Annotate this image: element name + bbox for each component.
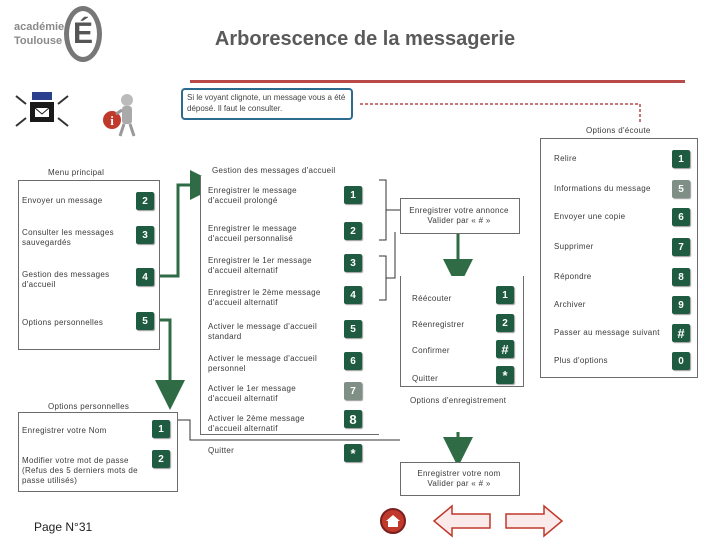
menu-item-label: Options personnelles (22, 318, 104, 327)
options-ecoute-box (540, 138, 698, 378)
gestion-key[interactable]: 3 (344, 254, 362, 272)
gestion-item-label: Activer le message d'accueil standard (208, 322, 318, 341)
logo-line1: académie (14, 21, 65, 33)
enreg-item-label: Réenregistrer (412, 320, 465, 329)
enreg-key[interactable]: # (496, 340, 514, 358)
enreg-item-label: Quitter (412, 374, 439, 383)
gestion-item-label: Activer le 2ème message d'accueil altern… (208, 414, 305, 433)
options-personnelles-header: Options personnelles (48, 402, 130, 411)
perso-item-label: Modifier votre mot de passe (Refus des 5… (22, 456, 138, 485)
home-icon (386, 515, 400, 527)
arrow-to-options-perso (155, 318, 185, 410)
menu-principal-header: Menu principal (48, 168, 105, 177)
forward-arrow-button[interactable] (504, 504, 564, 538)
menu-key[interactable]: 4 (136, 268, 154, 286)
gestion-item-label: Enregistrer le 1er message d'accueil alt… (208, 256, 312, 275)
menu-key[interactable]: 3 (136, 226, 154, 244)
gestion-item-label: Quitter (208, 446, 235, 455)
arrow-to-gestion (160, 170, 220, 278)
options-ecoute-header: Options d'écoute (586, 126, 651, 135)
callout-connector (360, 103, 641, 122)
ecoute-item-label: Plus d'options (554, 356, 608, 365)
gestion-header: Gestion des messages d'accueil (212, 166, 336, 175)
logo-emblem: É (64, 6, 102, 62)
nom-text: Enregistrer votre nom Valider par « # » (417, 469, 501, 488)
page-title: Arborescence de la messagerie (214, 28, 516, 50)
perso-item-label: Enregistrer votre Nom (22, 426, 107, 435)
options-personnelles-box (18, 412, 178, 492)
gestion-key[interactable]: 8 (344, 410, 362, 428)
arrow-nom (176, 419, 400, 441)
back-arrow-button[interactable] (432, 504, 492, 538)
page-number: Page N°31 (34, 520, 93, 534)
gestion-item-label: Activer le message d'accueil personnel (208, 354, 318, 373)
ecoute-item-label: Informations du message (554, 184, 651, 193)
ecoute-key[interactable]: 9 (672, 296, 690, 314)
gestion-key[interactable]: 1 (344, 186, 362, 204)
nom-box (400, 462, 520, 496)
gestion-item-label: Enregistrer le message d'accueil personn… (208, 224, 297, 243)
enreg-key[interactable]: 2 (496, 314, 514, 332)
menu-item-label: Envoyer un message (22, 196, 103, 205)
ecoute-key[interactable]: 7 (672, 238, 690, 256)
ecoute-key[interactable]: 1 (672, 150, 690, 168)
ecoute-key[interactable]: 6 (672, 208, 690, 226)
gestion-item-label: Enregistrer le 2ème message d'accueil al… (208, 288, 321, 307)
bracket-1-2 (378, 179, 387, 241)
ecoute-item-label: Répondre (554, 272, 592, 281)
enreg-item-label: Confirmer (412, 346, 450, 355)
gestion-key[interactable]: 7 (344, 382, 362, 400)
ecoute-item-label: Relire (554, 154, 577, 163)
perso-key[interactable]: 1 (152, 420, 170, 438)
annonce-text: Enregistrer votre annonce Valider par « … (409, 206, 509, 225)
ecoute-item-label: Supprimer (554, 242, 594, 251)
ecoute-key[interactable]: 5 (672, 180, 690, 198)
perso-key[interactable]: 2 (152, 450, 170, 468)
gestion-key[interactable]: 2 (344, 222, 362, 240)
ecoute-item-label: Archiver (554, 300, 586, 309)
ecoute-item-label: Passer au message suivant (554, 328, 660, 337)
logo-line2: Toulouse (14, 35, 63, 47)
ecoute-key[interactable]: # (672, 324, 690, 342)
svg-text:i: i (110, 113, 114, 128)
enreg-key[interactable]: * (496, 366, 514, 384)
menu-key[interactable]: 2 (136, 192, 154, 210)
voyant-callout: Si le voyant clignote, un message vous a… (181, 88, 353, 120)
gestion-item-label: Enregistrer le message d'accueil prolong… (208, 186, 297, 205)
gestion-key[interactable]: 4 (344, 286, 362, 304)
message-light-icon (15, 92, 69, 127)
ecoute-key[interactable]: 0 (672, 352, 690, 370)
bracket-3-4 (378, 255, 387, 301)
options-enregistrement-header: Options d'enregistrement (410, 396, 507, 405)
bracket-3-4-link (386, 232, 396, 279)
menu-item-label: Gestion des messages d'accueil (22, 270, 110, 289)
ecoute-item-label: Envoyer une copie (554, 212, 626, 221)
title-rule (190, 80, 685, 83)
menu-key[interactable]: 5 (136, 312, 154, 330)
home-button[interactable] (380, 508, 406, 534)
ecoute-key[interactable]: 8 (672, 268, 690, 286)
menu-item-label: Consulter les messages sauvegardés (22, 228, 114, 247)
gestion-key[interactable]: 6 (344, 352, 362, 370)
gestion-key[interactable]: 5 (344, 320, 362, 338)
enreg-item-label: Réécouter (412, 294, 452, 303)
gestion-item-label: Activer le 1er message d'accueil alterna… (208, 384, 296, 403)
info-person-icon: i (103, 94, 136, 137)
gestion-key[interactable]: * (344, 444, 362, 462)
annonce-box (400, 198, 520, 234)
enreg-key[interactable]: 1 (496, 286, 514, 304)
